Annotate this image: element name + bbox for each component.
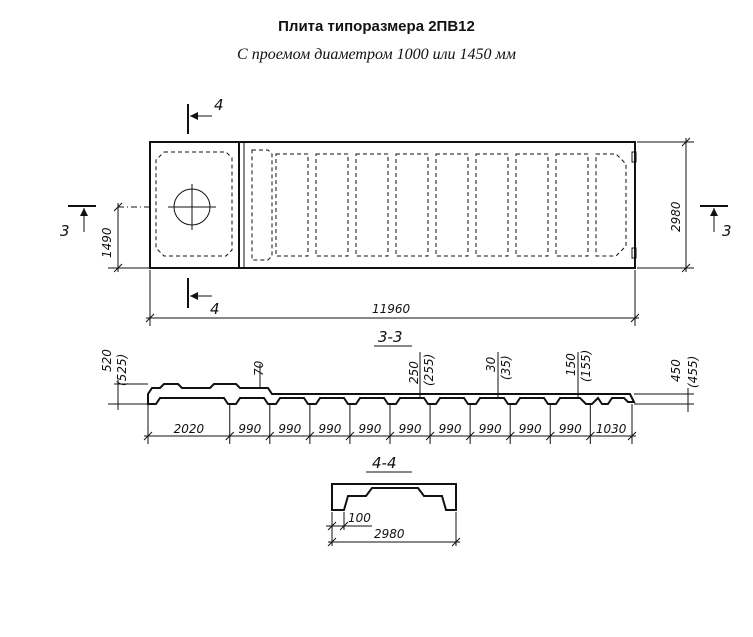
end-mark-top (631, 151, 637, 163)
plan-view: 4 4 3 3 11960 (60, 96, 732, 326)
span-label: 990 (559, 422, 582, 436)
dim-250: 250 (407, 361, 421, 384)
arrowhead (80, 208, 88, 216)
span-label: 990 (439, 422, 462, 436)
span-ticks (143, 404, 637, 444)
rib-panels (251, 149, 627, 261)
rib-panel (275, 153, 309, 257)
rib-panel (251, 149, 273, 261)
opening-zone-outline (155, 151, 233, 257)
span-label: 990 (519, 422, 542, 436)
section-4-label-top: 4 (214, 96, 224, 114)
section-3-label-left: 3 (60, 222, 70, 240)
dim-tick (327, 537, 337, 547)
section-3-label-right: 3 (722, 222, 732, 240)
dim-tick (630, 313, 640, 323)
dim-100-label: 100 (348, 511, 371, 525)
span-label: 990 (359, 422, 382, 436)
section-4-label-bottom: 4 (210, 300, 220, 318)
section-3-3-title: 3-3 (378, 328, 403, 346)
rib-70-dimension: 70 (252, 360, 266, 376)
width-4-4-label: 2980 (374, 527, 405, 541)
rib-panel (355, 153, 389, 257)
section-4-4: 4-4 100 2980 (326, 454, 461, 547)
height-right-alt: (455) (686, 356, 700, 388)
dim-tick (451, 537, 461, 547)
section-profile (147, 383, 636, 405)
dim-250-alt: (255) (422, 354, 436, 386)
arrowhead (190, 292, 198, 300)
slab-outline (149, 141, 636, 269)
length-dimension: 11960 (372, 302, 411, 316)
dim-tick (113, 263, 123, 273)
section-3-3: 3-3 520 (525) 450 (455) 70 250 (255) (100, 328, 700, 444)
dim-tick (339, 521, 349, 531)
arrowhead (190, 112, 198, 120)
height-right: 450 (669, 359, 683, 382)
span-label: 990 (399, 422, 422, 436)
drawing-title: Плита типоразмера 2ПВ12 (278, 18, 475, 35)
end-mark-bottom (631, 247, 637, 259)
dim-30-alt: (35) (499, 355, 513, 380)
height-left-alt: (525) (115, 354, 129, 386)
drawing-subtitle: С проемом диаметром 1000 или 1450 мм (237, 46, 516, 63)
dim-tick (681, 263, 691, 273)
span-label: 990 (238, 422, 261, 436)
opening-offset-dimension: 1490 (100, 227, 114, 258)
rib-panel (475, 153, 509, 257)
section-4-4-profile (331, 483, 457, 511)
span-label: 990 (479, 422, 502, 436)
span-labels: 2020 990 990 990 990 990 990 990 990 990 1030 (174, 422, 627, 436)
arrowhead (710, 208, 718, 216)
span-label: 1030 (596, 422, 627, 436)
dim-tick (145, 313, 155, 323)
height-left: 520 (100, 349, 114, 372)
rib-panel (395, 153, 429, 257)
rib-panel (435, 153, 469, 257)
dim-30: 30 (484, 356, 498, 372)
span-label: 990 (318, 422, 341, 436)
rib-panel (555, 153, 589, 257)
dim-tick (327, 521, 337, 531)
rib-panel (315, 153, 349, 257)
span-label: 990 (278, 422, 301, 436)
dim-150-alt: (155) (579, 350, 593, 382)
rib-panel (595, 153, 627, 257)
section-4-4-title: 4-4 (372, 454, 397, 472)
dim-150: 150 (564, 353, 578, 376)
rib-panel (515, 153, 549, 257)
dim-tick (113, 202, 123, 212)
width-dimension: 2980 (669, 201, 683, 232)
span-label: 2020 (174, 422, 205, 436)
dim-tick (681, 137, 691, 147)
